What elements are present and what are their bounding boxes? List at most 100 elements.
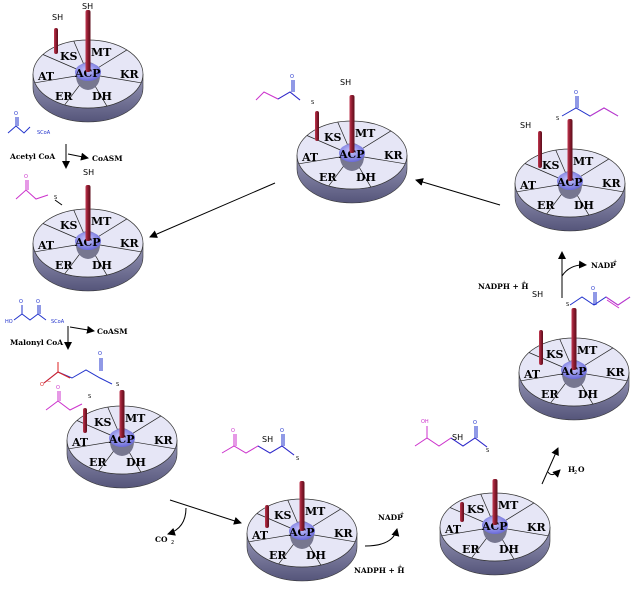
nadp-label-1: NADP xyxy=(378,513,403,522)
malonyl-coa-oxygen-1: O xyxy=(19,299,23,305)
nadph-charge-2: + xyxy=(522,280,526,286)
ks-arm xyxy=(54,28,58,54)
domain-label-ks: KS xyxy=(274,509,292,522)
malonyl-charge: − xyxy=(47,379,51,385)
acetyl-s-bond xyxy=(54,199,63,206)
ks-arm xyxy=(539,330,543,365)
domain-label-kr: KR xyxy=(120,237,140,250)
butyryl6-tail xyxy=(589,107,619,117)
domain-label-dh: DH xyxy=(499,543,519,556)
domain-label-dh: DH xyxy=(306,549,326,562)
malonyl-coa-oxygen-2: O xyxy=(36,299,40,305)
arrow-dehydration xyxy=(541,447,559,485)
acp-arm xyxy=(571,308,577,370)
domain-label-acp: ACP xyxy=(74,236,101,249)
acetoacetyl-co-oxygen: O xyxy=(280,428,284,434)
disk5-acp-thiol-label: SH xyxy=(340,78,351,87)
hydroxybutyryl-thioester-part xyxy=(450,437,488,448)
acp-arm xyxy=(567,119,573,181)
butyryl6-oxygen: O xyxy=(574,90,578,96)
disk2-thiol-label: SH xyxy=(83,168,94,177)
ks-arm xyxy=(538,131,542,168)
water-label-o: O xyxy=(578,465,585,474)
domain-label-dh: DH xyxy=(126,456,146,469)
acetyl-coa-backbone xyxy=(7,125,31,134)
acp-thiol-label: SH xyxy=(82,2,93,11)
acetyl-sulfur: S xyxy=(54,195,57,201)
acp-arm xyxy=(85,10,91,72)
acp-arm xyxy=(299,481,305,531)
domain-label-acp: ACP xyxy=(560,365,587,378)
co2-subscript: 2 xyxy=(171,540,174,546)
arrow-transfer-to-ks xyxy=(415,178,501,206)
domain-label-mt: MT xyxy=(355,127,376,140)
domain-label-kr: KR xyxy=(606,366,626,379)
butyryl6-backbone xyxy=(561,107,619,117)
domain-label-er: ER xyxy=(55,90,73,103)
domain-label-at: AT xyxy=(523,368,541,381)
disk8-ks-thiol-label: SH xyxy=(452,433,463,442)
domain-label-kr: KR xyxy=(120,68,140,81)
domain-label-er: ER xyxy=(537,199,555,212)
malonyl-coa-backbone xyxy=(13,313,47,321)
butyryl5-sulfur: S xyxy=(311,100,314,106)
domain-label-at: AT xyxy=(71,436,89,449)
domain-label-ks: KS xyxy=(546,348,564,361)
acp-arm xyxy=(349,95,355,153)
domain-label-ks: KS xyxy=(60,219,78,232)
domain-label-er: ER xyxy=(319,171,337,184)
crotonyl-oxygen: O xyxy=(591,286,595,292)
hydroxybutyryl-oh: OH xyxy=(421,419,429,425)
arrow-next-cycle xyxy=(149,182,276,238)
ks-arm xyxy=(83,408,87,433)
malonyl-coa-label: Malonyl CoA xyxy=(10,338,63,347)
ks-thiol-label: SH xyxy=(52,13,63,22)
domain-label-kr: KR xyxy=(527,521,547,534)
domain-label-ks: KS xyxy=(467,503,485,516)
acetoacetyl-thioester-part xyxy=(257,445,295,456)
domain-label-acp: ACP xyxy=(481,520,508,533)
malonyl-group-backbone xyxy=(43,369,113,385)
ks-acetyl-backbone xyxy=(45,400,83,411)
malonyl-carboxyl-oxygen: O xyxy=(40,382,44,388)
coasm-label-1: CoASM xyxy=(92,154,123,163)
nadp-label-2: NADP xyxy=(591,261,616,270)
domain-label-at: AT xyxy=(37,70,55,83)
domain-label-mt: MT xyxy=(577,344,598,357)
nadph-label-2: NADPH + H xyxy=(478,282,529,291)
crotonyl-double-bond xyxy=(606,299,620,309)
domain-label-kr: KR xyxy=(154,434,174,447)
arrow-coasm-release-1 xyxy=(67,152,89,161)
arrow-nadp-release-2 xyxy=(561,260,587,277)
domain-label-dh: DH xyxy=(356,171,376,184)
disk4-ks-thiol-label: SH xyxy=(262,435,273,444)
domain-label-acp: ACP xyxy=(338,148,365,161)
domain-label-at: AT xyxy=(444,523,462,536)
domain-label-at: AT xyxy=(251,529,269,542)
hydroxybutyryl-oxygen: O xyxy=(473,420,477,426)
ks-arm xyxy=(315,111,319,141)
disk7-ks-thiol-label: SH xyxy=(532,290,543,299)
acp-arm xyxy=(119,390,125,438)
nadp-charge-1: + xyxy=(400,511,404,517)
butyryl6-sulfur: S xyxy=(556,116,559,122)
domain-label-ks: KS xyxy=(94,416,112,429)
domain-label-kr: KR xyxy=(334,527,354,540)
domain-label-er: ER xyxy=(89,456,107,469)
arrow-co2-release xyxy=(167,507,187,536)
domain-label-ks: KS xyxy=(542,159,560,172)
domain-label-kr: KR xyxy=(602,177,622,190)
arrow-water-release xyxy=(547,469,561,478)
ks-acetyl-oxygen: O xyxy=(56,385,60,391)
domain-label-dh: DH xyxy=(578,388,598,401)
malonyl-coa-ho: HO xyxy=(5,319,13,325)
domain-label-er: ER xyxy=(269,549,287,562)
acetyl-group-backbone xyxy=(15,189,49,200)
